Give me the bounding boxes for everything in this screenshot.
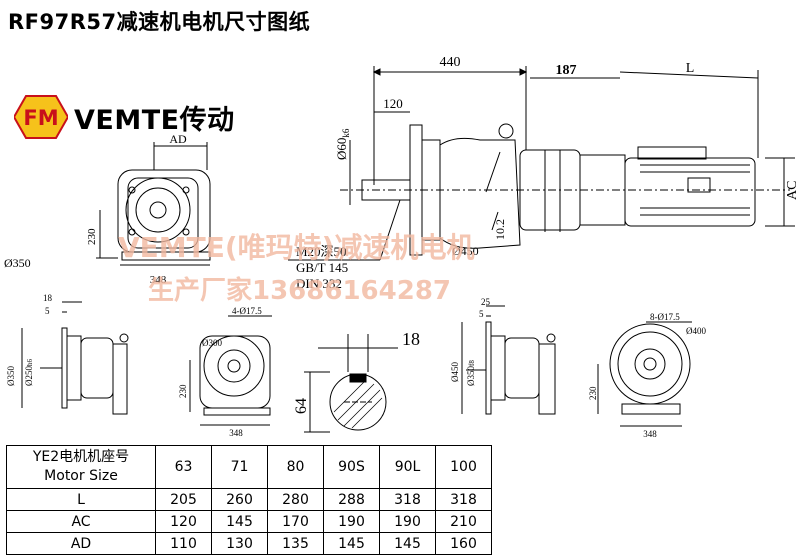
dim-w348: 348 (150, 274, 167, 286)
v3-230: 230 (178, 384, 188, 398)
v5-dim-5: 5 (479, 309, 484, 319)
thread-spec-2: GB/T 145 (296, 260, 348, 275)
table-cell: 145 (379, 532, 436, 555)
v5-dim-350: Ø350f8 (466, 360, 476, 386)
table-cell: 145 (323, 532, 380, 555)
table-cell: 110 (155, 532, 212, 555)
table-cell: 280 (267, 488, 324, 511)
brand-badge-icon: FM (14, 95, 68, 139)
table-cell: 318 (379, 488, 436, 511)
dim-h230: 230 (86, 228, 98, 245)
table-header-label: YE2电机机座号 Motor Size (6, 445, 156, 489)
svg-text:FM: FM (23, 106, 58, 130)
dimension-drawing: AD 230 348 Ø350 (4, 55, 800, 439)
v2-dim-350: Ø350 (6, 366, 16, 386)
dim-len440: 440 (440, 55, 461, 70)
table-size-cell: 90L (379, 445, 436, 489)
brand-name: VEMTE传动 (74, 104, 235, 136)
table-cell: 260 (211, 488, 268, 511)
v2-dim-250: Ø250h6 (24, 359, 34, 387)
v6-348: 348 (643, 429, 657, 439)
table-cell: 135 (267, 532, 324, 555)
v2-dim-5: 5 (45, 306, 50, 316)
dim-len120: 120 (383, 96, 403, 111)
table-header-cn: YE2电机机座号 (32, 449, 130, 465)
watermark-line-2: 生产厂家13686164287 (148, 276, 451, 306)
key-section-view (304, 334, 398, 433)
table-cell: 190 (379, 510, 436, 533)
side-view-small-right (461, 305, 556, 415)
v3-holes: 4-Ø17.5 (232, 306, 262, 316)
v6-d400: Ø400 (686, 326, 706, 336)
table-cell: 130 (211, 532, 268, 555)
table-cell: 318 (435, 488, 492, 511)
table-cell: 145 (211, 510, 268, 533)
brand-logo: FM VEMTE传动 (14, 92, 235, 142)
table-row-label: AD (6, 532, 156, 555)
table-cell: 160 (435, 532, 492, 555)
v6-holes: 8-Ø17.5 (650, 312, 680, 322)
table-row: AD 110 130 135 145 145 160 (6, 532, 492, 555)
table-header-en: Motor Size (44, 468, 118, 484)
table-size-cell: 63 (155, 445, 212, 489)
end-view-middle (189, 315, 272, 426)
v6-230: 230 (588, 386, 598, 400)
main-side-view (288, 66, 795, 261)
table-size-cell: 90S (323, 445, 380, 489)
dim-ac: AC (785, 181, 800, 200)
table-row: L 205 260 280 288 318 318 (6, 488, 492, 511)
key-section-hatch (333, 381, 383, 429)
table-cell: 120 (155, 510, 212, 533)
table-cell: 210 (435, 510, 492, 533)
dim-d450: Ø450 (452, 244, 479, 258)
table-size-cell: 80 (267, 445, 324, 489)
v2-dim-18: 18 (43, 293, 53, 303)
table-cell: 288 (323, 488, 380, 511)
motor-size-table: YE2电机机座号 Motor Size 63 71 80 90S 90L 100… (6, 445, 492, 555)
table-row: AC 120 145 170 190 190 210 (6, 510, 492, 533)
v5-dim-25: 25 (481, 297, 491, 307)
thread-spec-3: DIN 332 (296, 276, 342, 291)
dim-h10-2: 10.2 (493, 219, 507, 240)
dim-len187: 187 (556, 63, 577, 78)
key-dim-18: 18 (402, 329, 420, 349)
side-view-small-left (21, 301, 129, 415)
dim-ad: AD (169, 132, 187, 146)
dim-len-l: L (686, 61, 695, 76)
table-size-cell: 100 (435, 445, 492, 489)
page-title: RF97R57减速机电机尺寸图纸 (8, 10, 311, 34)
v3-348: 348 (229, 428, 243, 438)
table-row-label: L (6, 488, 156, 511)
table-cell: 190 (323, 510, 380, 533)
key-dim-64: 64 (293, 398, 310, 414)
dim-shaft-diameter: Ø60k6 (334, 128, 351, 160)
table-size-cell: 71 (211, 445, 268, 489)
table-row-label: AC (6, 510, 156, 533)
dim-d350: Ø350 (4, 256, 31, 270)
table-header-row: YE2电机机座号 Motor Size 63 71 80 90S 90L 100 (6, 445, 492, 489)
watermark-line-1: VEMTE(唯玛特)减速机电机 (118, 231, 475, 264)
v5-dim-450: Ø450 (450, 362, 460, 382)
thread-spec-1: M20深50 (296, 244, 347, 259)
end-view-top (96, 142, 211, 266)
table-cell: 205 (155, 488, 212, 511)
end-view-right (597, 321, 692, 427)
table-cell: 170 (267, 510, 324, 533)
v3-d300: Ø300 (202, 338, 222, 348)
